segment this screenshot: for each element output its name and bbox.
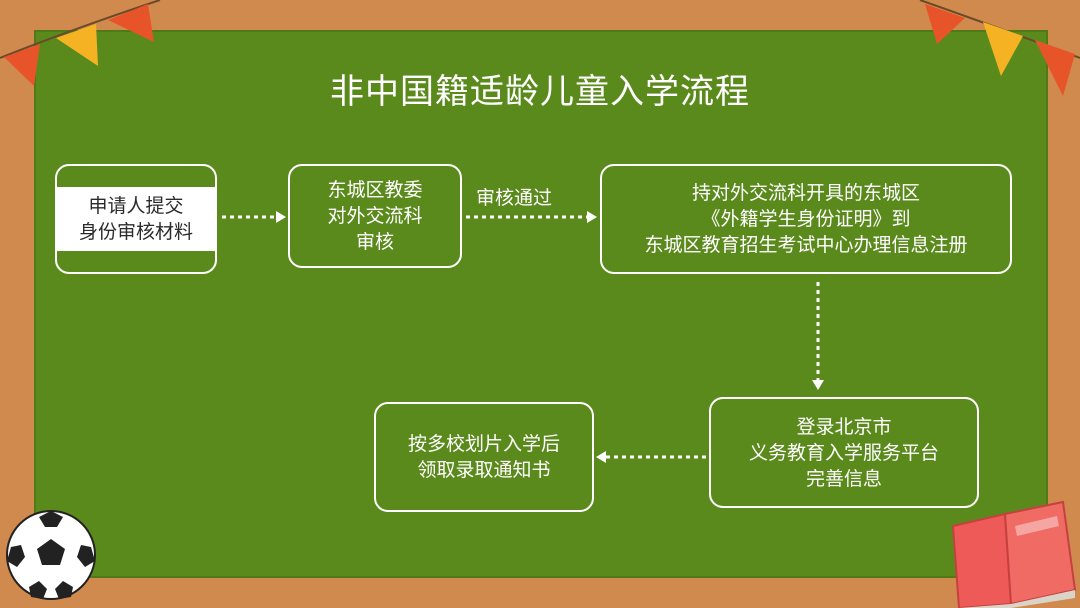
step-review-box: 东城区教委 对外交流科 审核 (288, 164, 462, 268)
step-cert-line3: 东城区教育招生考试中心办理信息注册 (644, 234, 968, 256)
page-title: 非中国籍适龄儿童入学流程 (330, 72, 750, 112)
bunting-left-icon (0, 0, 161, 86)
step-cert-line2: 《外籍学生身份证明》到 (701, 208, 911, 230)
soccer-ball-icon (6, 510, 96, 600)
step-review-line1: 东城区教委 (327, 179, 423, 201)
step-platform-line2: 义务教育入学服务平台 (748, 441, 939, 464)
bunting-right-icon (919, 0, 1080, 96)
book-icon (951, 500, 1077, 608)
step-apply-line2: 身份审核材料 (78, 221, 193, 243)
step-apply-line1: 申请人提交 (88, 195, 184, 217)
step-cert-line1: 持对外交流科开具的东城区 (691, 182, 920, 204)
step-cert-box: 持对外交流科开具的东城区 《外籍学生身份证明》到 东城区教育招生考试中心办理信息… (600, 164, 1012, 274)
step-platform-line1: 登录北京市 (796, 415, 892, 438)
step-platform-box: 登录北京市 义务教育入学服务平台 完善信息 (709, 397, 979, 508)
step-apply-box: 申请人提交 身份审核材料 (55, 164, 217, 274)
step-review-line3: 审核 (355, 231, 394, 253)
step-notice-line1: 按多校划片入学后 (407, 433, 560, 455)
step-notice-line2: 领取录取通知书 (417, 459, 551, 481)
step-notice-box: 按多校划片入学后 领取录取通知书 (374, 402, 594, 512)
step-review-line2: 对外交流科 (327, 205, 423, 227)
step-platform-line3: 完善信息 (805, 467, 882, 490)
chalkboard (34, 30, 1048, 578)
review-pass-label: 审核通过 (476, 187, 553, 209)
